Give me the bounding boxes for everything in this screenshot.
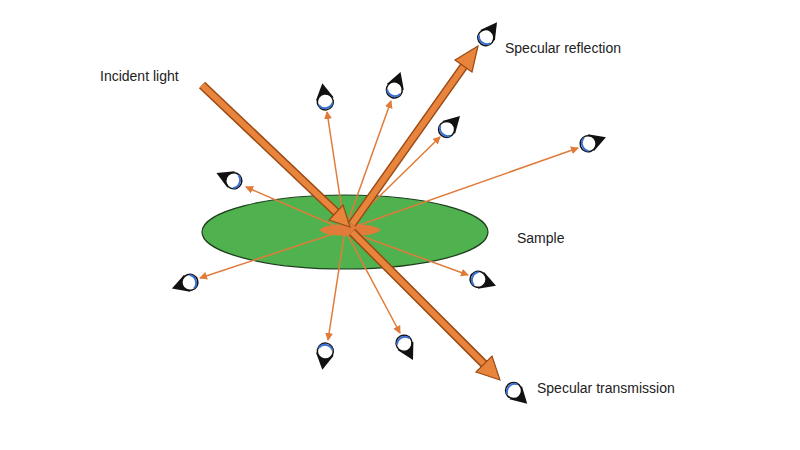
eye-icon xyxy=(468,268,500,294)
scatter-ray xyxy=(345,230,468,275)
beam-label: Specular transmission xyxy=(537,380,675,396)
scatter-ray xyxy=(345,101,391,230)
beam-label: Incident light xyxy=(100,68,179,84)
eye-icon xyxy=(474,17,504,49)
transmission-beam xyxy=(352,232,500,380)
beam-head xyxy=(329,205,350,227)
scatter-ray xyxy=(200,230,345,278)
sample-label: Sample xyxy=(517,230,564,246)
eye-icon xyxy=(213,165,245,192)
beam-body xyxy=(352,232,484,364)
eye-icon xyxy=(313,82,335,111)
eye-icon xyxy=(502,379,534,411)
beam-body xyxy=(352,66,464,224)
eye-icon xyxy=(169,271,200,297)
sample-disc xyxy=(202,195,488,269)
beam-head xyxy=(476,356,500,380)
beam-outline xyxy=(352,66,464,224)
eye-icon xyxy=(578,129,610,155)
eye-icon xyxy=(435,110,467,142)
beam-label: Specular reflection xyxy=(505,40,621,56)
scatter-ray xyxy=(328,230,345,340)
reflection-beam xyxy=(352,46,478,224)
eye-icon xyxy=(313,342,335,371)
eye-icon xyxy=(392,332,421,364)
eye-icon xyxy=(383,69,409,100)
scatter-ray xyxy=(345,230,400,333)
beam-head xyxy=(455,46,478,72)
beam-outline xyxy=(352,232,484,364)
